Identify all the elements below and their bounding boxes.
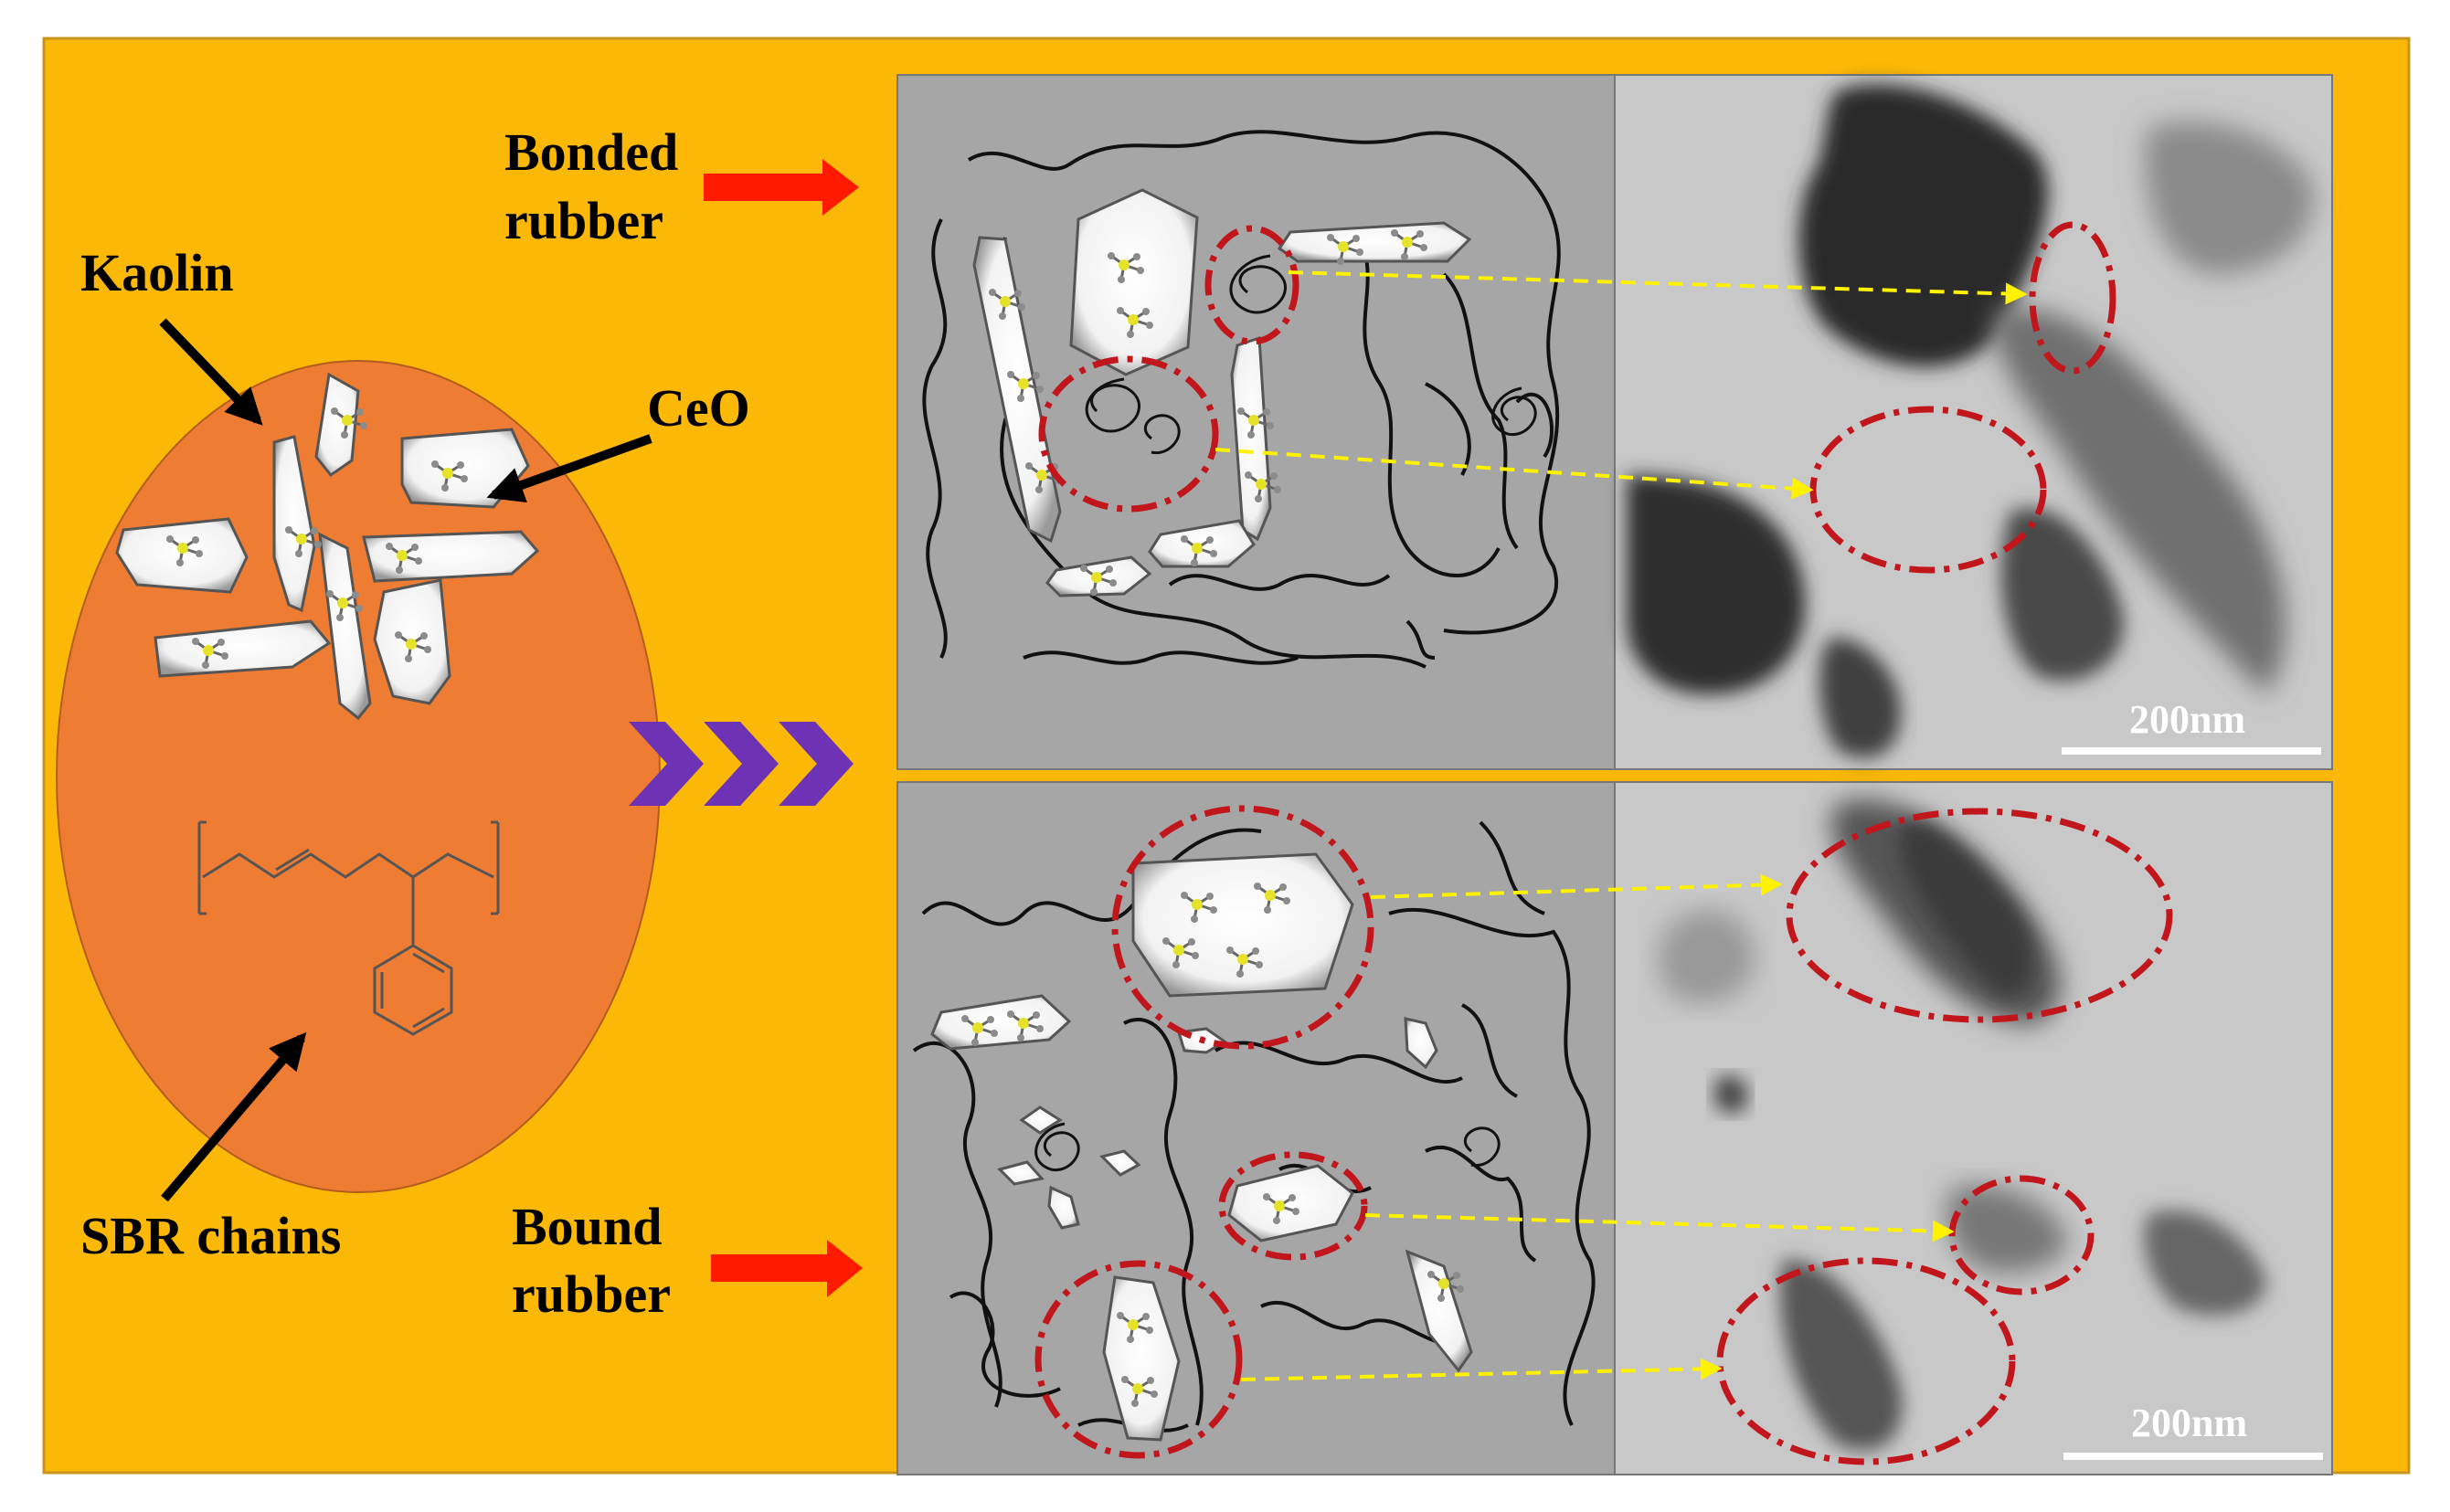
sbr-arrow-pointer-icon	[161, 1031, 307, 1202]
arrow-right-icon	[704, 159, 863, 1297]
kaolin-arrow-pointer-icon	[159, 318, 263, 426]
bonded-rubber-label-line1: Bonded	[504, 122, 679, 182]
sbr-chains-label: SBR chains	[80, 1206, 342, 1265]
chevron-right-icon	[629, 722, 854, 806]
kaolin-label: Kaolin	[80, 243, 234, 302]
top-tem-image	[1627, 84, 2314, 758]
sbr-sphere	[56, 360, 661, 1193]
benzene-ring-icon	[373, 944, 453, 1036]
bottom-tem-image	[1659, 798, 2266, 1451]
top-scale-bar	[2062, 747, 2321, 755]
pointer-arrows	[159, 318, 652, 1202]
ceo-label: CeO	[647, 378, 750, 438]
ceo-arrow-pointer-icon	[486, 434, 652, 502]
bottom-rubber-chains	[912, 820, 1596, 1433]
bonded-rubber-label-line2: rubber	[504, 191, 663, 250]
top-swirls	[1085, 254, 1537, 455]
top-schematic-highlights	[1038, 225, 1299, 513]
bottom-scale-label: 200nm	[2131, 1401, 2248, 1445]
top-scale-label: 200nm	[2129, 697, 2246, 742]
yellow-connectors	[1214, 270, 2028, 1381]
bound-rubber-label-line1: Bound	[512, 1197, 663, 1256]
bound-rubber-label-line2: rubber	[512, 1264, 671, 1324]
bottom-schematic-highlights	[1034, 805, 1374, 1459]
sbr-structure	[197, 820, 500, 1036]
bottom-particles	[930, 852, 1473, 1442]
bottom-swirls	[1034, 1122, 1501, 1172]
bottom-scale-bar	[2063, 1453, 2323, 1460]
